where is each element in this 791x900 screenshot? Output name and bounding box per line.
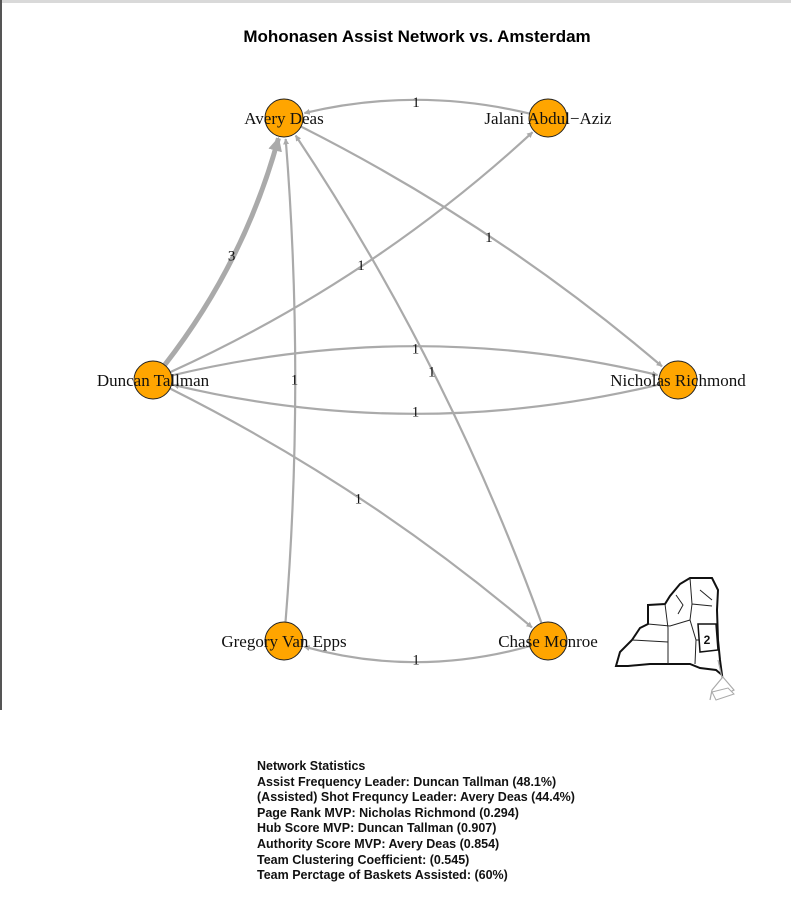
- stat-hub-score-mvp: Hub Score MVP: Duncan Tallman (0.907): [257, 821, 497, 836]
- edge-duncan-to-chase: [169, 387, 533, 629]
- top-border: [0, 0, 791, 3]
- edge-weight-label: 1: [412, 652, 420, 668]
- edge-nicholas-to-duncan: [172, 383, 660, 415]
- edge-weight-label: 1: [412, 342, 420, 358]
- new-york-state-map: 2: [614, 577, 735, 701]
- left-border: [0, 0, 2, 710]
- map-region-label: 2: [704, 633, 711, 647]
- stat-authority-score-mvp: Authority Score MVP: Avery Deas (0.854): [257, 836, 500, 851]
- edge-weight-label: 1: [412, 405, 420, 421]
- node-gregory: [264, 621, 304, 661]
- stat-baskets-assisted: Team Perctage of Baskets Assisted: (60%): [257, 868, 508, 883]
- edge-duncan-to-jalani: [169, 131, 534, 374]
- edge-chase-to-gregory: [303, 645, 531, 664]
- stat-clustering-coefficient: Team Clustering Coefficient: (0.545): [257, 852, 470, 867]
- edge-weight-label: 1: [357, 258, 365, 274]
- node-nicholas: [658, 360, 698, 400]
- stat-assist-frequency-leader: Assist Frequency Leader: Duncan Tallman …: [257, 774, 557, 789]
- stats-heading: Network Statistics: [257, 759, 366, 773]
- edge-duncan-to-avery: [162, 136, 282, 367]
- node-avery: [264, 98, 304, 138]
- edge-avery-to-nicholas: [300, 125, 663, 368]
- edge-weight-label: 1: [485, 230, 493, 246]
- node-label-nicholas: Nicholas Richmond: [610, 371, 746, 390]
- edge-jalani-to-avery: [303, 98, 530, 115]
- node-label-chase: Chase Monroe: [498, 632, 598, 651]
- node-label-gregory: Gregory Van Epps: [221, 632, 346, 651]
- node-label-avery: Avery Deas: [244, 109, 323, 128]
- stat-page-rank-mvp: Page Rank MVP: Nicholas Richmond (0.294): [257, 805, 519, 820]
- edge-duncan-to-nicholas: [171, 345, 659, 377]
- diagram-title: Mohonasen Assist Network vs. Amsterdam: [243, 27, 590, 46]
- edge-chase-to-avery: [294, 134, 543, 624]
- edge-weight-label: 1: [291, 373, 299, 389]
- node-jalani: [528, 98, 568, 138]
- node-label-duncan: Duncan Tallman: [97, 371, 210, 390]
- node-label-jalani: Jalani Abdul−Aziz: [484, 109, 612, 128]
- assist-network-diagram: Mohonasen Assist Network vs. Amsterdam A…: [97, 27, 746, 701]
- stat-shot-frequency-leader: (Assisted) Shot Frequncy Leader: Avery D…: [257, 790, 575, 805]
- node-duncan: [133, 360, 173, 400]
- network-statistics: Network Statistics Assist Frequency Lead…: [257, 759, 575, 884]
- edge-weight-label: 3: [228, 249, 236, 265]
- edge-weight-label: 1: [355, 492, 363, 508]
- edge-weight-label: 1: [428, 365, 436, 381]
- edge-weight-label: 1: [412, 95, 420, 111]
- edge-gregory-to-avery: [283, 138, 297, 623]
- map-long-island: [711, 687, 735, 701]
- node-chase: [528, 621, 568, 661]
- edge-layer: [162, 98, 663, 664]
- map-region-2: [697, 623, 719, 653]
